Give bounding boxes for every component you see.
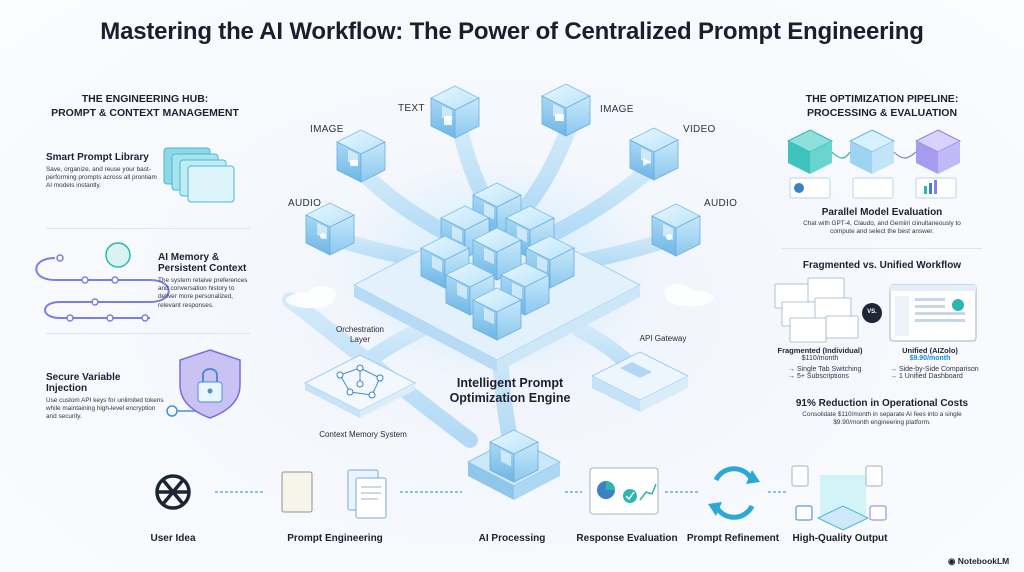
left-heading-line-1: THE ENGINEERING HUB: bbox=[81, 93, 209, 105]
step-response-evaluation: Response Evaluation bbox=[576, 533, 678, 544]
right-section-heading: THE OPTIMIZATION PIPELINE: PROCESSING & … bbox=[782, 92, 982, 120]
step-prompt-refinement: Prompt Refinement bbox=[686, 533, 780, 544]
secure-variable-block: Secure Variable Injection Use custom API… bbox=[46, 372, 164, 422]
block-title: Parallel Model Evaluation bbox=[821, 207, 943, 218]
fragmented-windows bbox=[774, 277, 859, 343]
refresh-cycle-icon bbox=[713, 466, 755, 520]
step-user-idea: User Idea bbox=[150, 533, 196, 544]
response-evaluation-icon bbox=[589, 467, 659, 515]
smart-prompt-library-block: Smart Prompt Library Save, organize, and… bbox=[46, 152, 158, 191]
fragmented-price: $110/month bbox=[801, 355, 839, 362]
parallel-eval-block: Parallel Model Evaluation Chat with GPT-… bbox=[782, 207, 982, 236]
brand-logo: ◉ NotebookLM bbox=[948, 556, 1009, 567]
fragmented-item: → Single Tab Switching bbox=[788, 366, 862, 373]
unified-dashboard bbox=[889, 284, 977, 342]
block-desc: Use custom API keys for unlimited tokens… bbox=[46, 397, 164, 421]
modality-cubes bbox=[305, 83, 701, 257]
left-section-heading: THE ENGINEERING HUB: PROMPT & CONTEXT MA… bbox=[40, 92, 250, 120]
block-title: 91% Reduction in Operational Costs bbox=[795, 398, 969, 409]
left-heading-line-2: PROMPT & CONTEXT MANAGEMENT bbox=[51, 107, 239, 119]
image-label-left: IMAGE bbox=[310, 124, 344, 135]
block-title: Smart Prompt Library bbox=[46, 152, 149, 163]
step-ai-processing: AI Processing bbox=[478, 533, 546, 544]
text-label: TEXT bbox=[398, 103, 425, 114]
unified-price: $9.90/month bbox=[909, 355, 951, 362]
orchestration-tile bbox=[303, 354, 417, 418]
block-title: Secure Variable Injection bbox=[46, 372, 121, 394]
block-desc: Chat with GPT-4, Claudo, and Gemiiri cii… bbox=[803, 220, 961, 236]
vs-text: VS. bbox=[867, 309, 877, 315]
block-desc: The system retaive preferences and conve… bbox=[158, 277, 248, 309]
block-desc: Consolidate $110/month in separate AI fe… bbox=[802, 411, 962, 427]
output-beam-icon bbox=[791, 465, 887, 531]
image-cube-left bbox=[336, 129, 386, 183]
shield-lock-icon bbox=[166, 349, 241, 419]
unified-item: → Side-by-Side Comparison bbox=[890, 366, 979, 373]
prompt-docs-icon bbox=[281, 469, 387, 519]
unified-block: Unified (AIZolo) $9.90/month → Side-by-S… bbox=[880, 346, 980, 380]
audio-label-right: AUDIO bbox=[704, 198, 738, 209]
image-label-right: IMAGE bbox=[600, 104, 634, 115]
step-high-quality-output: High-Quality Output bbox=[792, 533, 888, 544]
fragmented-item: → 5+ Subscriptions bbox=[788, 373, 849, 380]
cost-reduction-block: 91% Reduction in Operational Costs Conso… bbox=[782, 398, 982, 427]
unified-label: Unified (AIZolo) bbox=[902, 346, 958, 355]
right-heading-line-1: THE OPTIMIZATION PIPELINE: bbox=[805, 93, 959, 105]
vs-badge bbox=[862, 303, 882, 323]
memory-timeline-icon bbox=[35, 257, 170, 319]
audio-label-left: AUDIO bbox=[288, 198, 322, 209]
ai-memory-block: AI Memory & Persistent Context The syste… bbox=[158, 252, 254, 310]
video-label: VIDEO bbox=[683, 124, 716, 135]
step-prompt-engineering: Prompt Engineering bbox=[287, 533, 383, 544]
prompt-library-icon bbox=[163, 147, 235, 203]
brain-icon bbox=[105, 242, 131, 268]
engine-label: Intelligent Prompt Optimization Engine bbox=[449, 376, 571, 405]
comparison-title: Fragmented vs. Unified Workflow bbox=[802, 260, 962, 271]
text-cube bbox=[430, 85, 480, 139]
page-title: Mastering the AI Workflow: The Power of … bbox=[100, 18, 924, 45]
orchestration-label: Orchestration Layer bbox=[335, 325, 385, 344]
block-desc: Save, organize, and reuse your bast-perf… bbox=[46, 166, 157, 190]
parallel-model-cubes bbox=[786, 129, 962, 199]
divider bbox=[46, 228, 250, 229]
context-memory-label: Context Memory System bbox=[319, 430, 407, 439]
brand-name: NotebookLM bbox=[957, 556, 1010, 566]
fragmented-label: Fragmented (Individual) bbox=[777, 346, 863, 355]
api-gateway-tile bbox=[590, 351, 690, 412]
block-title: AI Memory & Persistent Context bbox=[158, 252, 247, 274]
unified-item: → 1 Unified Dashboard bbox=[890, 373, 963, 380]
right-heading-line-2: PROCESSING & EVALUATION bbox=[806, 107, 958, 119]
divider bbox=[782, 248, 982, 249]
memory-timeline-dots bbox=[56, 254, 149, 322]
ai-processing-cube bbox=[466, 429, 562, 500]
openai-logo-icon bbox=[155, 474, 191, 510]
brand-icon: ◉ bbox=[948, 556, 956, 566]
api-gateway-label: API Gateway bbox=[639, 334, 687, 343]
image-cube-right bbox=[541, 83, 591, 137]
fragmented-block: Fragmented (Individual) $110/month → Sin… bbox=[770, 346, 870, 380]
divider bbox=[46, 333, 250, 334]
